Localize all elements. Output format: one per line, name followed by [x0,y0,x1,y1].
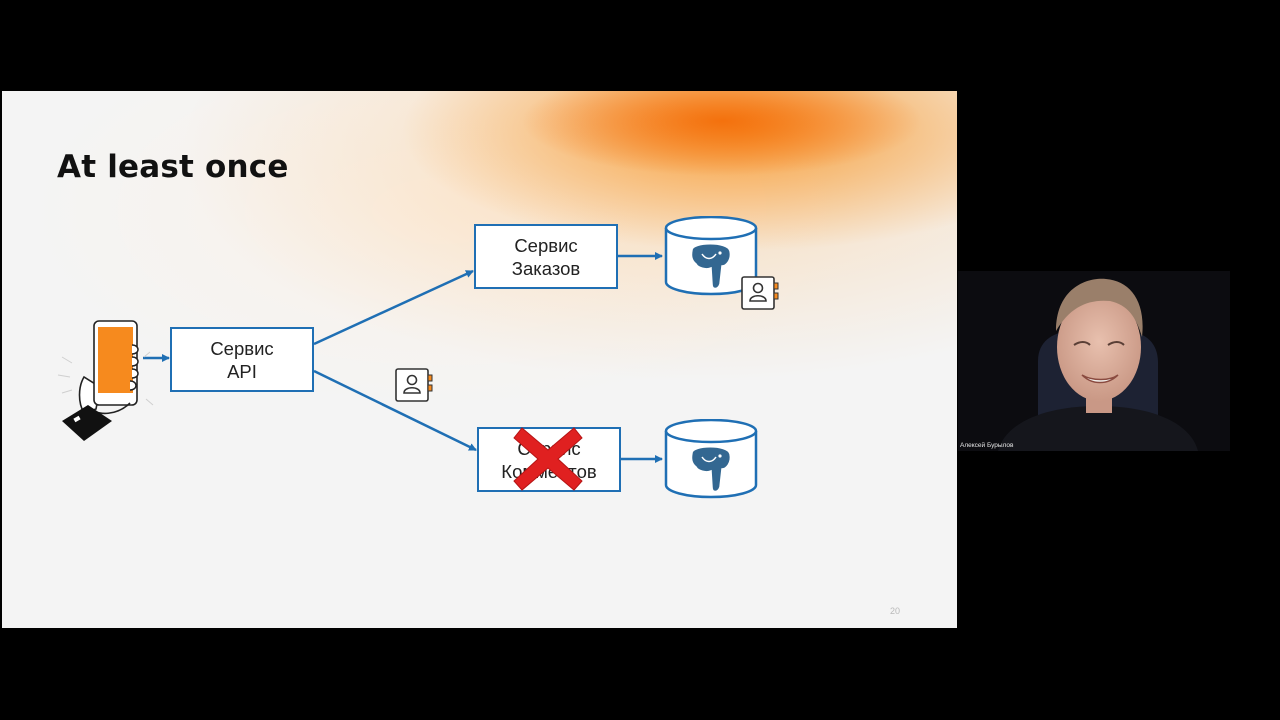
comments-database-icon [664,419,758,499]
api-service-label: Сервис API [210,337,274,382]
message-contact-book-icon [395,368,433,402]
presentation-slide: At least once [2,91,957,628]
arrow-api-to-comments [313,369,477,452]
participant-video-frame [958,271,1230,451]
red-cross-icon [513,427,583,491]
postgresql-elephant-icon [690,446,732,493]
api-service-box: Сервис API [170,327,314,392]
orders-database-icon [664,216,758,296]
contact-book-icon [741,276,779,310]
arrow-api-to-orders [313,269,474,346]
orders-service-box: Сервис Заказов [474,224,618,289]
smartphone-hand-icon [57,320,154,441]
diagram-connectors [143,252,663,463]
participant-name-label: Алексей Бурылов [960,442,1014,449]
orders-service-label: Сервис Заказов [511,234,581,279]
slide-title: At least once [57,149,289,185]
participant-video-tile[interactable]: Алексей Бурылов [958,271,1230,451]
slide-background [2,91,957,628]
postgresql-elephant-icon [690,243,732,290]
slide-page-number: 20 [890,606,901,616]
